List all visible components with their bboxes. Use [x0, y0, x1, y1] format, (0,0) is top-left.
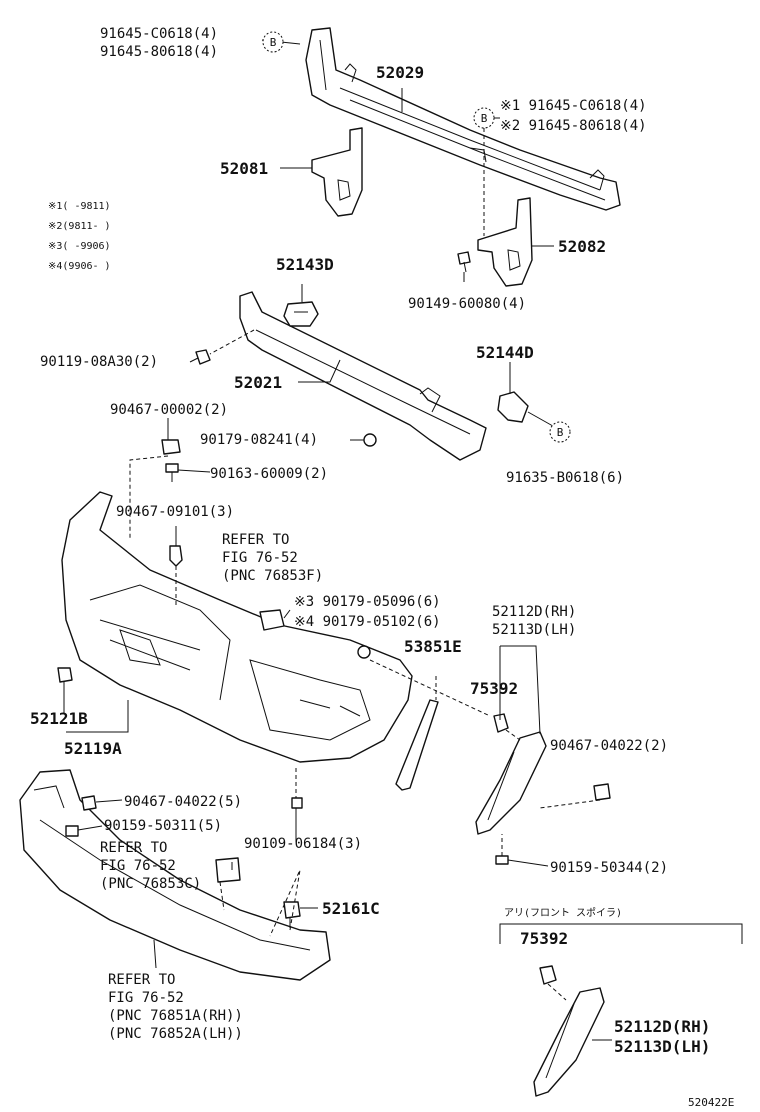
- clip-90119: [195, 349, 211, 365]
- label-52081: 52081: [220, 159, 268, 178]
- bracket-76853c: [215, 857, 241, 883]
- label-75392: 75392: [470, 679, 518, 698]
- refer3-line4: (PNC 76852A(LH)): [108, 1026, 243, 1042]
- label-90149: 90149-60080(4): [408, 296, 526, 312]
- label-b-top-b: 91645-80618(4): [100, 44, 218, 60]
- moulding-53851e: [395, 699, 439, 791]
- label-52112d: 52112D(RH): [492, 604, 576, 620]
- b-bubble-top: B: [262, 31, 284, 53]
- dashed-connectors: [129, 128, 601, 1001]
- b-bubble-low: B: [549, 421, 571, 443]
- b-bubble-mid-letter: B: [481, 112, 488, 125]
- label-90467-04022-5: 90467-04022(5): [124, 794, 242, 810]
- label-52161c: 52161C: [322, 899, 380, 918]
- bracket-52082: [477, 197, 533, 287]
- label-52082: 52082: [558, 237, 606, 256]
- refer3-line3: (PNC 76851A(RH)): [108, 1008, 243, 1024]
- screw-90159-50311: [65, 825, 79, 837]
- bracket-52081: [311, 127, 363, 217]
- label-90179-05096: ※3 90179-05096(6): [294, 594, 441, 610]
- lower-spoiler: [19, 769, 331, 981]
- legend-3: ※3( -9906): [48, 241, 111, 252]
- refer1-line3: (PNC 76853F): [222, 568, 323, 584]
- screw-90109: [291, 797, 303, 809]
- screw-90159-50344: [495, 855, 509, 865]
- label-b-mid-b: ※2 91645-80618(4): [500, 118, 647, 134]
- nut-90179-05096: [357, 645, 371, 659]
- label-75392-inset: 75392: [520, 929, 568, 948]
- refer3-line1: REFER TO: [108, 972, 175, 988]
- clip-90467-04022-left: [81, 795, 97, 811]
- b-bubble-low-letter: B: [557, 426, 564, 439]
- refer2-line2: FIG 76-52: [100, 858, 176, 874]
- label-52113d-inset: 52113D(LH): [614, 1037, 710, 1056]
- label-90467-04022-2: 90467-04022(2): [550, 738, 668, 754]
- label-52113d: 52113D(LH): [492, 622, 576, 638]
- bracket-52144d: [497, 391, 529, 423]
- spoiler-inset-box: [499, 923, 743, 1097]
- label-90159-50344: 90159-50344(2): [550, 860, 668, 876]
- screw-90163: [165, 463, 179, 482]
- label-91635: 91635-B0618(6): [506, 470, 624, 486]
- label-52143d: 52143D: [276, 255, 334, 274]
- label-52021: 52021: [234, 373, 282, 392]
- bolt-90149: [457, 251, 471, 273]
- label-90179-08241: 90179-08241(4): [200, 432, 318, 448]
- b-bubble-top-letter: B: [270, 36, 277, 49]
- crossmember-52029: [305, 27, 621, 211]
- refer2-line3: (PNC 76853C): [100, 876, 201, 892]
- clip-52121b: [57, 667, 73, 683]
- label-52029: 52029: [376, 63, 424, 82]
- label-90467-09101: 90467-09101(3): [116, 504, 234, 520]
- label-90119: 90119-08A30(2): [40, 354, 158, 370]
- clip-90467-00002: [161, 439, 181, 455]
- figure-id: 520422E: [688, 1096, 734, 1109]
- label-b-mid-a: ※1 91645-C0618(4): [500, 98, 647, 114]
- refer2-line1: REFER TO: [100, 840, 167, 856]
- label-90467-00002: 90467-00002(2): [110, 402, 228, 418]
- inset-box-title: アリ(フロント スポイラ): [504, 907, 622, 919]
- bracket-76853f: [259, 609, 285, 631]
- clip-75392: [493, 713, 509, 733]
- label-52112d-inset: 52112D(RH): [614, 1017, 710, 1036]
- clip-90467-04022-right: [593, 783, 611, 801]
- label-52121b: 52121B: [30, 709, 88, 728]
- label-90163: 90163-60009(2): [210, 466, 328, 482]
- label-52119a: 52119A: [64, 739, 122, 758]
- label-90109: 90109-06184(3): [244, 836, 362, 852]
- refer1-line2: FIG 76-52: [222, 550, 298, 566]
- bracket-52143d: [283, 301, 319, 327]
- reinforcement-52021: [239, 291, 487, 461]
- label-b-top-a: 91645-C0618(4): [100, 26, 218, 42]
- clip-90467-09101: [169, 545, 183, 567]
- bumper-cover-52119a: [61, 491, 413, 763]
- extension-52112d: [475, 731, 547, 835]
- b-bubble-mid: B: [473, 107, 495, 129]
- refer3-line2: FIG 76-52: [108, 990, 184, 1006]
- refer1-line1: REFER TO: [222, 532, 289, 548]
- label-53851e: 53851E: [404, 637, 462, 656]
- label-90179-05102: ※4 90179-05102(6): [294, 614, 441, 630]
- label-52144d: 52144D: [476, 343, 534, 362]
- nut-90179-08241: [363, 433, 377, 447]
- label-90159-50311: 90159-50311(5): [104, 818, 222, 834]
- legend-4: ※4(9906- ): [48, 261, 111, 272]
- legend-2: ※2(9811- ): [48, 221, 111, 232]
- legend-1: ※1( -9811): [48, 201, 111, 212]
- clip-52161c: [283, 901, 301, 928]
